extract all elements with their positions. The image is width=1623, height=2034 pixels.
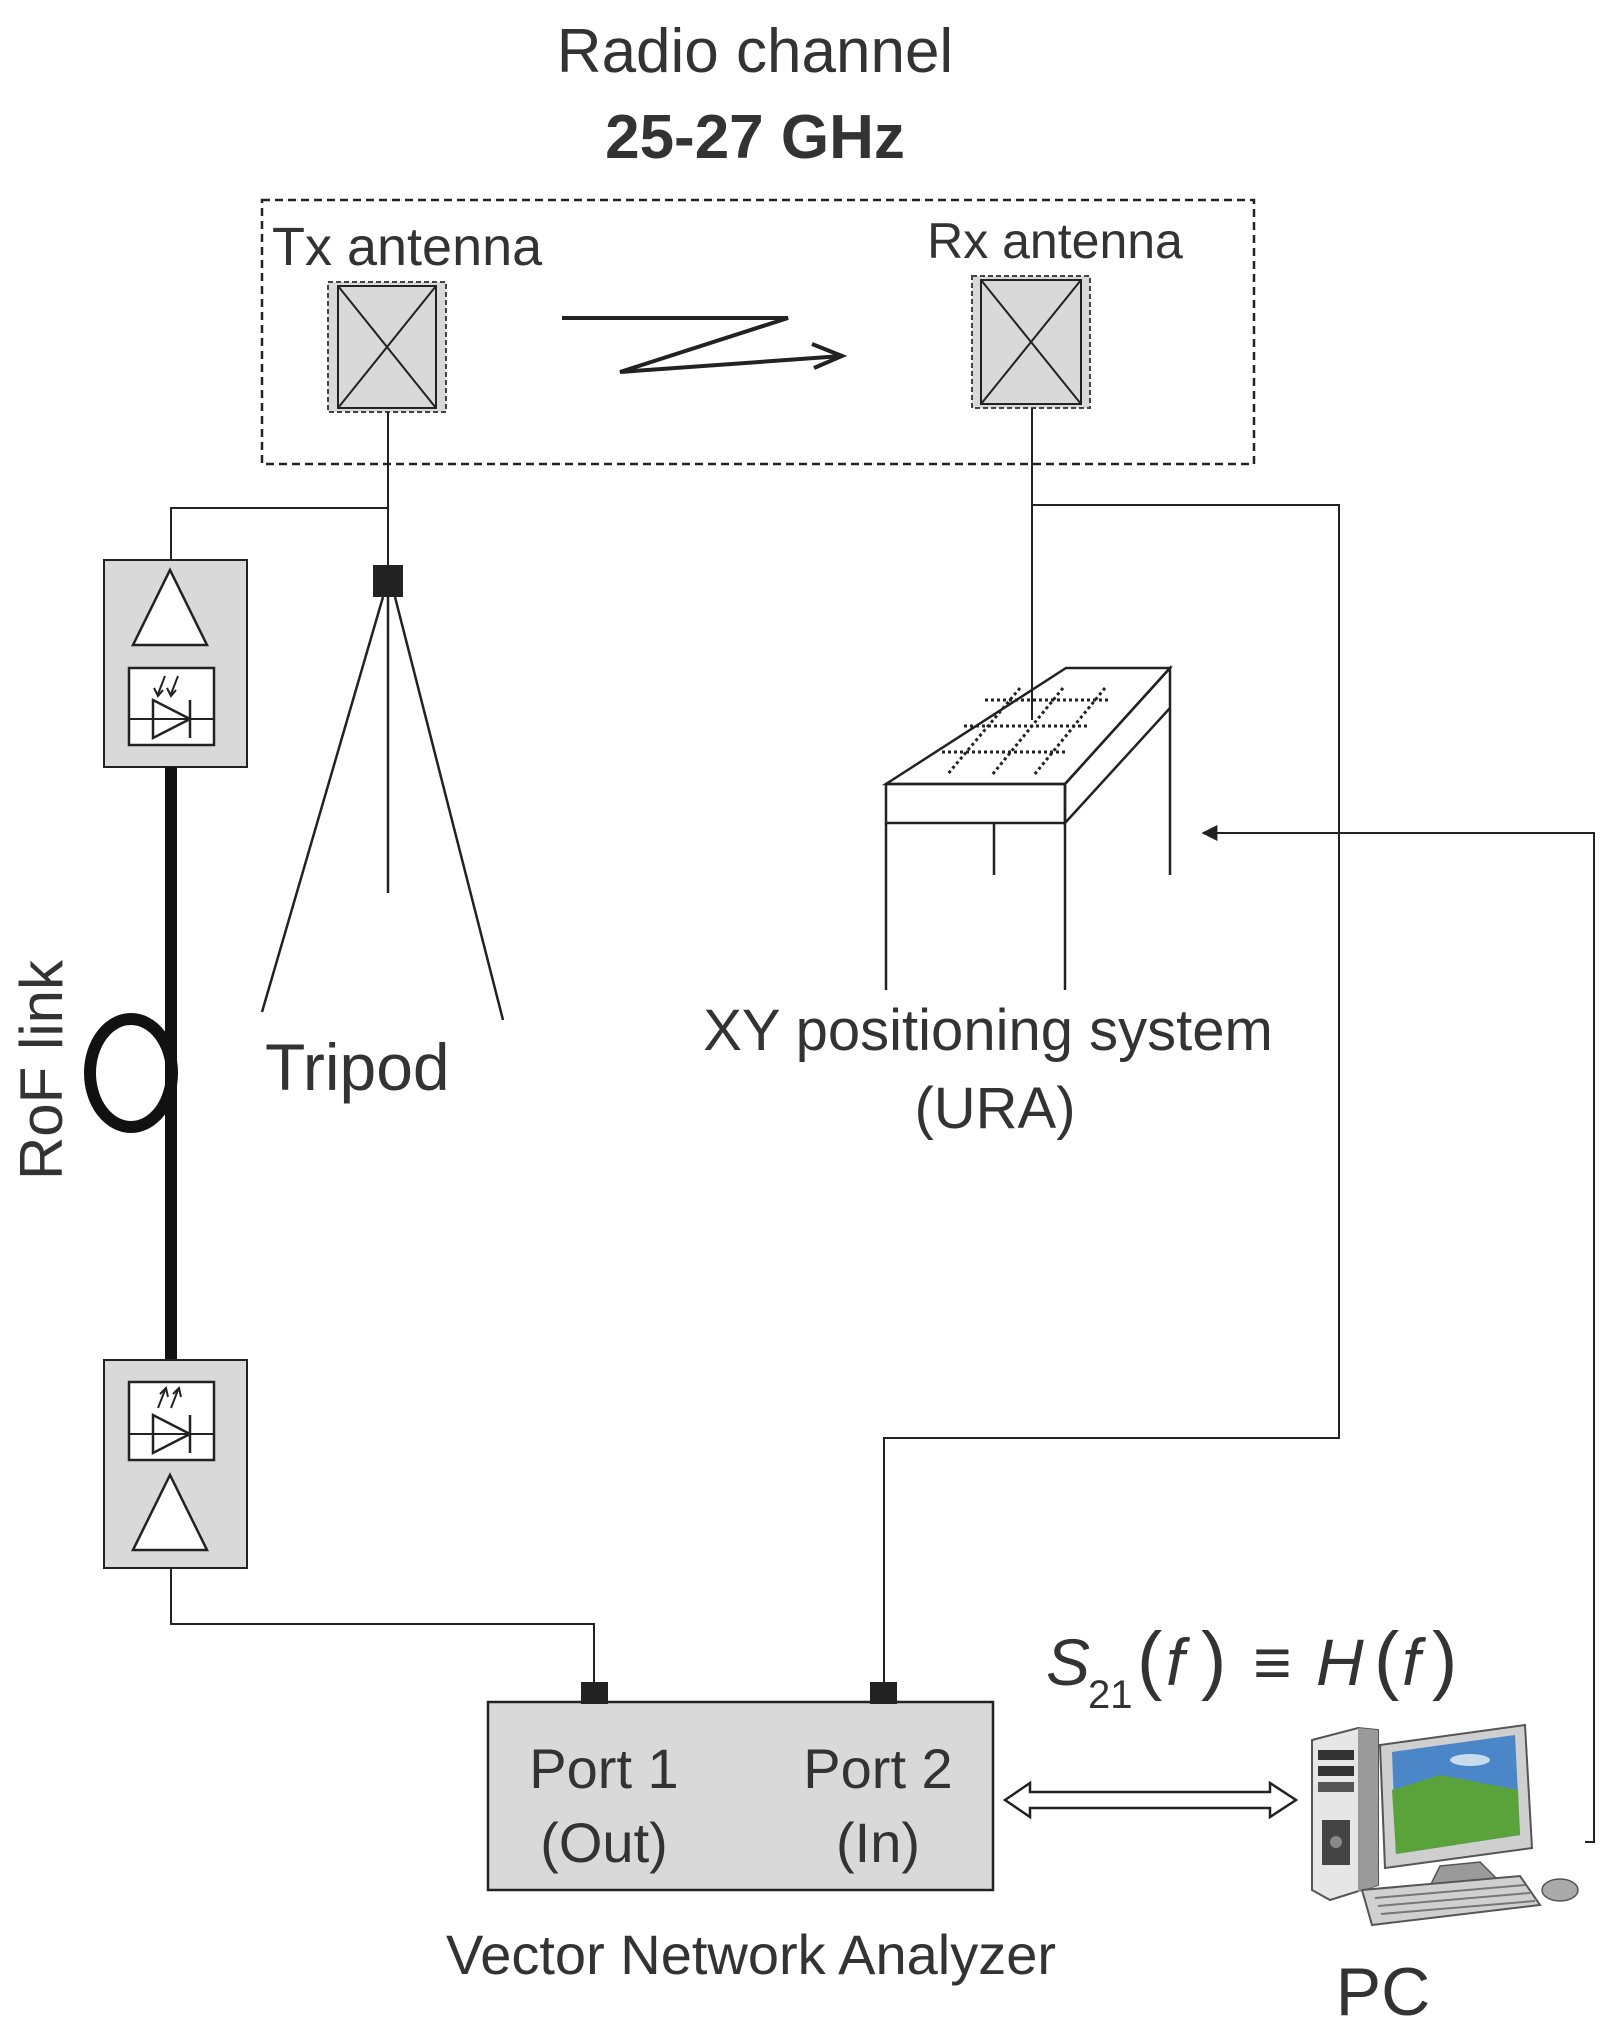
- eq-f1: f: [1166, 1625, 1191, 1699]
- xy-system-label-line1: XY positioning system: [703, 998, 1273, 1063]
- tx-antenna-label: Tx antenna: [272, 217, 543, 277]
- tx-cable: [170, 507, 388, 560]
- radio-link-arrow: [562, 316, 848, 374]
- eq-rparen2: ): [1432, 1617, 1457, 1702]
- rof-fiber-loop: [84, 1013, 178, 1133]
- vna-box: [486, 1682, 995, 1892]
- title-line2: 25-27 GHz: [605, 103, 905, 172]
- tx-antenna-icon: [327, 281, 447, 413]
- vna-label: Vector Network Analyzer: [446, 1923, 1056, 1986]
- eq-lparen2: (: [1374, 1617, 1399, 1702]
- rof-link-label: RoF link: [8, 959, 75, 1180]
- eq-sub: 21: [1088, 1673, 1133, 1717]
- rof-receiver-unit: [103, 559, 248, 768]
- eq-rparen1: ): [1201, 1617, 1226, 1702]
- title-line1: Radio channel: [557, 17, 953, 86]
- eq-equiv: ≡: [1253, 1625, 1292, 1699]
- tripod-label: Tripod: [265, 1030, 450, 1104]
- transfer-function-equation: S 21 ( f ) ≡ H ( f ): [1046, 1617, 1457, 1717]
- xy-positioning-system-icon: [881, 664, 1173, 990]
- tripod-icon: [260, 565, 505, 1021]
- vna-port1-direction: (Out): [540, 1811, 668, 1874]
- eq-f2: f: [1402, 1625, 1427, 1699]
- port1-cable: [170, 1568, 595, 1690]
- vna-pc-link-arrow: [1002, 1780, 1299, 1820]
- vna-port1-label: Port 1: [529, 1737, 678, 1800]
- pc-control-line: [1201, 825, 1595, 1843]
- vna-port2-connector: [870, 1682, 897, 1704]
- vna-port2-label: Port 2: [803, 1737, 952, 1800]
- rof-transmitter-unit: [103, 1359, 248, 1569]
- vna-port2-direction: (In): [836, 1811, 920, 1874]
- rx-antenna-icon: [971, 275, 1091, 409]
- pc-icon: [1311, 1723, 1579, 1927]
- pc-label: PC: [1336, 1954, 1430, 2029]
- eq-h: H: [1316, 1625, 1364, 1699]
- port2-cable: [883, 504, 1340, 1690]
- radio-channel-box: [260, 198, 1256, 466]
- rx-antenna-label: Rx antenna: [927, 213, 1183, 269]
- eq-lparen1: (: [1137, 1617, 1162, 1702]
- xy-system-label-line2: (URA): [914, 1076, 1075, 1141]
- vna-port1-connector: [581, 1682, 608, 1704]
- eq-s: S: [1046, 1625, 1090, 1699]
